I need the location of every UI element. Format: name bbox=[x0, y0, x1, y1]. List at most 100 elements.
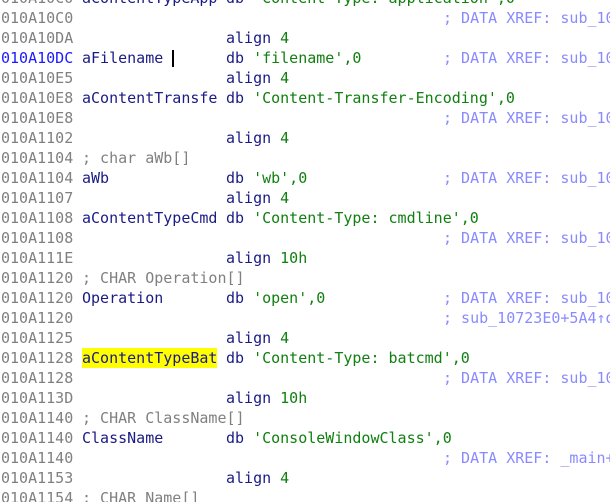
text-cursor bbox=[172, 50, 174, 67]
operand: 'Content-Type: cmdline',0 bbox=[253, 209, 479, 227]
xref-comment[interactable]: ; DATA XREF: sub_10 bbox=[443, 229, 610, 247]
address[interactable]: 010A1108 bbox=[1, 229, 74, 247]
listing-line[interactable]: 010A1120; CHAR Operation[] bbox=[0, 268, 610, 288]
mnemonic: db bbox=[226, 89, 245, 107]
address[interactable]: 010A1108 bbox=[1, 209, 74, 227]
instruction: db'Content-Type: batcmd',0 bbox=[226, 348, 470, 368]
address[interactable]: 010A10E8 bbox=[1, 109, 74, 127]
mnemonic: db bbox=[226, 169, 245, 187]
listing-line[interactable]: 010A10E8 ; DATA XREF: sub_10 bbox=[0, 108, 610, 128]
address[interactable]: 010A10E8 bbox=[1, 89, 74, 107]
address[interactable]: 010A10C0 bbox=[1, 9, 74, 27]
operand: 'ConsoleWindowClass',0 bbox=[253, 429, 452, 447]
listing-line[interactable]: 010A1120 ; sub_10723E0+5A4↑o bbox=[0, 308, 610, 328]
mnemonic: db bbox=[226, 0, 244, 7]
operand: 'filename',0 bbox=[253, 49, 362, 67]
listing-line[interactable]: 010A1154; CHAR Name[] bbox=[0, 488, 610, 502]
listing-line[interactable]: 010A10DC aFilename db'filename',0 ; DATA XR… bbox=[0, 48, 610, 68]
listing-line[interactable]: 010A1140 ; DATA XREF: _main+ bbox=[0, 448, 610, 468]
address[interactable]: 010A1128 bbox=[1, 369, 74, 387]
mnemonic: align bbox=[226, 329, 272, 347]
operand: 'Content-Transfer-Encoding',0 bbox=[253, 89, 515, 107]
address[interactable]: 010A1154 bbox=[1, 489, 74, 502]
symbol-label[interactable]: aContentTypeApp bbox=[82, 0, 217, 8]
listing-line[interactable]: 010A1108 aContentTypeCmd db 'Content-Type: … bbox=[0, 208, 610, 228]
mnemonic: db bbox=[226, 209, 245, 227]
address[interactable]: 010A1120 bbox=[1, 309, 74, 327]
xref-comment[interactable]: ; sub_10723E0+5A4↑o bbox=[443, 309, 610, 327]
listing-line[interactable]: 010A10C0 aContentTypeApp db 'Content-Type: … bbox=[0, 0, 610, 8]
address[interactable]: 010A1120 bbox=[1, 289, 74, 307]
symbol-label[interactable]: aContentTransfe bbox=[82, 89, 218, 107]
address[interactable]: 010A10DA bbox=[1, 29, 74, 47]
address[interactable]: 010A111E bbox=[1, 249, 74, 267]
instruction: db 'Content-Type: application',0 bbox=[226, 0, 515, 8]
listing-line[interactable]: 010A1128 ; DATA XREF: sub_10 bbox=[0, 368, 610, 388]
symbol-label[interactable]: aFilename bbox=[82, 49, 164, 67]
address[interactable]: 010A113D bbox=[1, 389, 74, 407]
listing-line[interactable]: 010A1140 ClassName db 'ConsoleWindowClass',… bbox=[0, 428, 610, 448]
xref-comment[interactable]: ; DATA XREF: sub_10 bbox=[443, 9, 610, 27]
operand: 'Content-Type: application',0 bbox=[253, 0, 515, 7]
type-comment: ; CHAR ClassName[] bbox=[82, 409, 245, 427]
mnemonic: align bbox=[226, 69, 272, 87]
operand: 10h bbox=[280, 389, 308, 407]
mnemonic: align bbox=[226, 249, 272, 267]
xref-comment[interactable]: ; DATA XREF: sub_10 bbox=[443, 289, 610, 307]
address[interactable]: 010A1140 bbox=[1, 429, 74, 447]
xref-comment[interactable]: ; DATA XREF: _main+ bbox=[443, 449, 610, 467]
address[interactable]: 010A1120 bbox=[1, 269, 74, 287]
instruction: db 'wb',0 bbox=[226, 168, 307, 188]
address[interactable]: 010A1102 bbox=[1, 129, 74, 147]
listing-line[interactable]: 010A10E5 align 4 bbox=[0, 68, 610, 88]
operand: 4 bbox=[280, 69, 290, 87]
listing-line[interactable]: 010A1108 ; DATA XREF: sub_10 bbox=[0, 228, 610, 248]
address[interactable]: 010A10DC bbox=[1, 49, 74, 67]
type-comment: ; char aWb[] bbox=[82, 149, 191, 167]
mnemonic: db bbox=[226, 429, 245, 447]
instruction: align 4 bbox=[226, 68, 289, 88]
mnemonic: db bbox=[226, 349, 245, 367]
listing-line[interactable]: 010A1104 aWb db 'wb',0 ; DATA XREF: sub_10 bbox=[0, 168, 610, 188]
address[interactable]: 010A10C0 bbox=[1, 0, 73, 8]
symbol-label[interactable]: ClassName bbox=[82, 429, 164, 447]
listing-line[interactable]: 010A10E8 aContentTransfe db 'Content-Transf… bbox=[0, 88, 610, 108]
listing-line[interactable]: 010A1140 ; CHAR ClassName[] bbox=[0, 408, 610, 428]
xref-comment[interactable]: ; DATA XREF: sub_10 bbox=[443, 169, 610, 187]
xref-comment[interactable]: ; DATA XREF: sub_10 bbox=[443, 109, 610, 127]
address[interactable]: 010A1104 bbox=[1, 169, 74, 187]
xref-comment[interactable]: ; DATA XREF: sub_10 bbox=[443, 369, 610, 387]
instruction: db 'Content-Type: cmdline',0 bbox=[226, 208, 479, 228]
instruction: db'filename',0 bbox=[226, 48, 361, 68]
address[interactable]: 010A1107 bbox=[1, 189, 74, 207]
address[interactable]: 010A10E5 bbox=[1, 69, 74, 87]
address[interactable]: 010A1125 bbox=[1, 329, 74, 347]
address[interactable]: 010A1153 bbox=[1, 469, 74, 487]
address[interactable]: 010A1140 bbox=[1, 409, 74, 427]
symbol-label[interactable]: aContentTypeBat bbox=[82, 348, 218, 368]
listing-line[interactable]: 010A10C0 ; DATA XREF: sub_10 bbox=[0, 8, 610, 28]
operand: 'wb',0 bbox=[253, 169, 308, 187]
mnemonic: align bbox=[226, 469, 272, 487]
symbol-label[interactable]: Operation bbox=[82, 289, 164, 307]
address[interactable]: 010A1104 bbox=[1, 149, 74, 167]
address[interactable]: 010A1128 bbox=[1, 349, 74, 367]
symbol-label[interactable]: aWb bbox=[82, 169, 110, 187]
xref-comment[interactable]: ; DATA XREF: sub_10 bbox=[443, 49, 610, 67]
symbol-label[interactable]: aContentTypeCmd bbox=[82, 209, 218, 227]
listing-line[interactable]: 010A1104 ; char aWb[] bbox=[0, 148, 610, 168]
address[interactable]: 010A1140 bbox=[1, 449, 74, 467]
listing-line[interactable]: 010A1128 aContentTypeBat db'Content-Type: … bbox=[0, 348, 610, 368]
